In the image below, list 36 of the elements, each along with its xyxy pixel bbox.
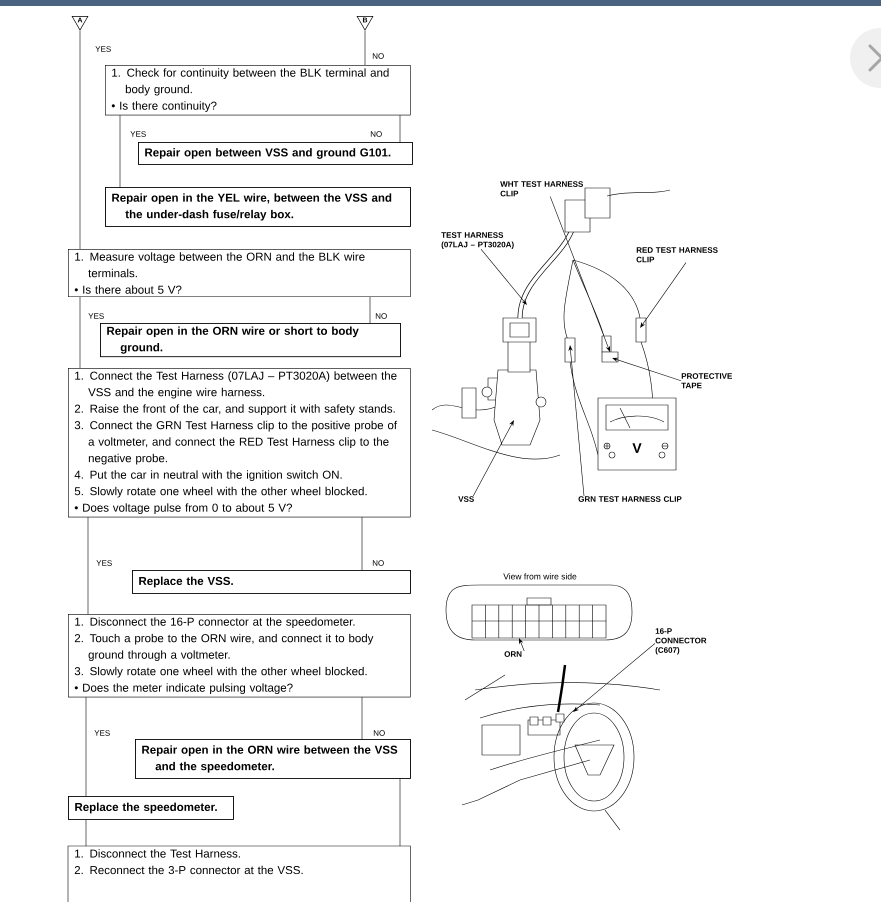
callout-label: VSS — [458, 496, 474, 502]
edge-label: YES — [95, 46, 111, 52]
leader-line — [480, 248, 527, 305]
view-caption: View from wire side — [503, 573, 576, 580]
leader-line — [573, 643, 656, 712]
edge-label: YES — [96, 560, 112, 566]
voltmeter-letter: V — [632, 443, 642, 453]
edge-label: NO — [376, 313, 387, 319]
callout-label: GRN TEST HARNESS CLIP — [578, 496, 682, 502]
step-box: 1. Connect the Test Harness (07LAJ – PT3020A) between the VSS and the engine wire harness. 2. Raise the front of the car, and support it with safety stands. 3. Connect the GRN Test Harness clip to the positive probe of a voltmeter, and connect the RED Test Harness clip to the negative probe. 4. Put the car in neutral with the ignition switch ON. 5. Slowly rotate one wheel with the other wheel blocked. • Does voltage pulse from 0 to about 5 V? — [68, 368, 411, 518]
step-box: 1. Disconnect the 16-P connector at the speedometer. 2. Touch a probe to the ORN wire, and connect it to body ground through a voltmeter. 3. Slowly rotate one wheel with the other wheel blocked. • Does the meter indicate pulsing voltage? — [68, 614, 411, 698]
action-box: Repair open in the ORN wire or short to body ground. — [100, 323, 401, 358]
edge-label: YES — [88, 313, 104, 319]
flow-line — [364, 30, 366, 66]
callout-label: ORN — [504, 651, 522, 657]
edge-label: NO — [370, 131, 382, 137]
edge-label: YES — [130, 131, 146, 137]
callout-label: PROTECTIVE TAPE — [681, 373, 732, 388]
edge-label: NO — [372, 53, 384, 59]
action-box: Repair open in the ORN wire between the VSS and the speedometer. — [135, 739, 411, 779]
action-box: Repair open in the YEL wire, between the VSS and the under-dash fuse/relay box. — [105, 187, 411, 227]
callout-label: 16-P CONNECTOR (C607) — [656, 628, 706, 654]
callout-label: RED TEST HARNESS CLIP — [636, 247, 718, 262]
callout-label: TEST HARNESS (07LAJ – PT3020A) — [441, 232, 514, 249]
step-box: 1. Check for continuity between the BLK terminal and body ground. • Is there continuity? — [105, 65, 411, 116]
action-box: Repair open between VSS and ground G101. — [138, 142, 413, 165]
step-box: 1. Measure voltage between the ORN and the BLK wire terminals. • Is there about 5 V? — [68, 249, 411, 298]
callout-label: WHT TEST HARNESS CLIP — [500, 181, 583, 196]
edge-label: YES — [94, 730, 110, 736]
action-box: Replace the speedometer. — [68, 796, 234, 820]
leader-line — [472, 420, 514, 496]
step-box: 1. Disconnect the Test Harness. 2. Reconnect the 3-P connector at the VSS. — [68, 846, 411, 902]
edge-label: NO — [372, 560, 384, 566]
leader-line — [640, 262, 686, 328]
edge-label: NO — [374, 730, 385, 736]
action-box: Replace the VSS. — [132, 570, 411, 594]
